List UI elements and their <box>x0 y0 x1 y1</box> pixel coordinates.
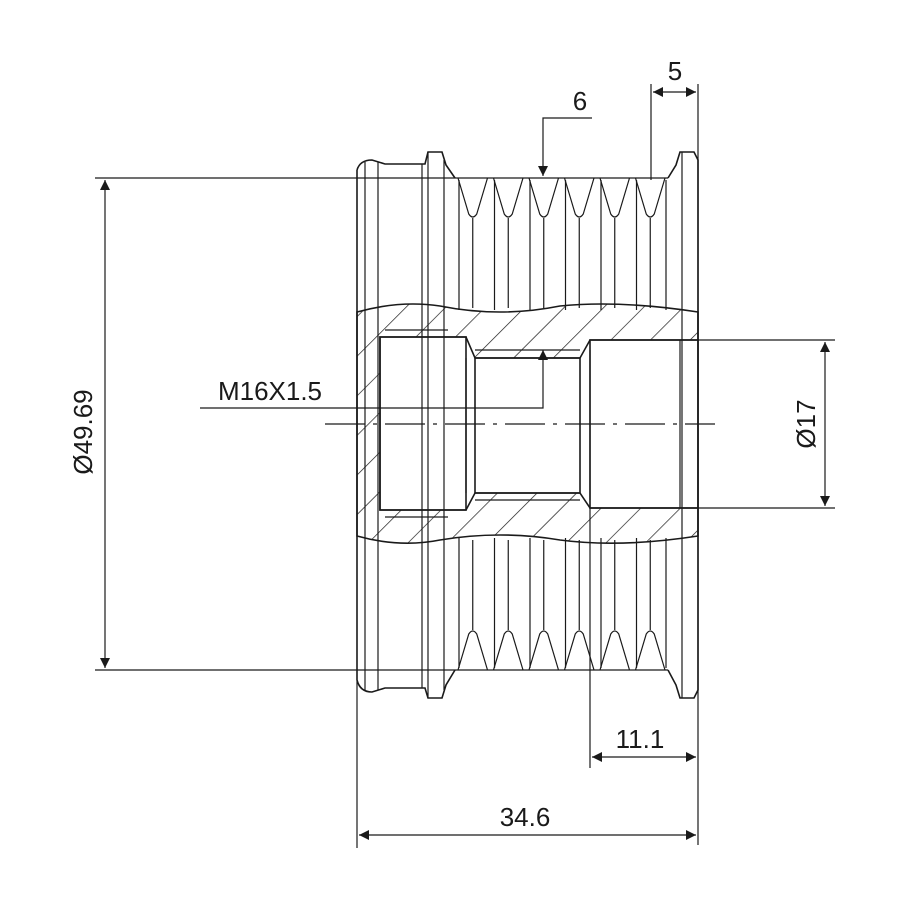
dim-thread: M16X1.5 <box>200 350 548 409</box>
groove-bottom <box>634 630 666 671</box>
dim-groove-count: 6 <box>538 86 592 176</box>
groove-bottom <box>492 630 524 671</box>
groove-bottom <box>563 630 595 671</box>
groove-count-label: 6 <box>573 86 587 116</box>
overall-length-label: 34.6 <box>500 802 551 832</box>
thread-label: M16X1.5 <box>218 376 322 406</box>
section-view <box>325 303 715 544</box>
dim-bore-depth: 11.1 <box>589 508 696 768</box>
groove-bottom <box>599 630 631 671</box>
pulley-body <box>356 151 699 699</box>
groove-top <box>634 177 666 218</box>
groove-bottom <box>528 630 560 671</box>
dim-bore-diameter: Ø17 <box>698 339 835 509</box>
bore-depth-label: 11.1 <box>616 724 665 754</box>
groove-top <box>528 177 560 218</box>
groove-top <box>563 177 595 218</box>
groove-top <box>492 177 524 218</box>
belt-grooves <box>457 177 667 671</box>
dim-overall-length: 34.6 <box>356 680 696 848</box>
flange-width-label: 5 <box>668 56 682 86</box>
dim-outer-diameter: Ø49.69 <box>68 177 455 671</box>
groove-bottom <box>457 630 489 671</box>
groove-top <box>599 177 631 218</box>
outer-diameter-label: Ø49.69 <box>68 389 98 474</box>
bore-diameter-label: Ø17 <box>791 399 821 448</box>
groove-top <box>457 177 489 218</box>
dim-flange-width: 5 <box>650 56 699 845</box>
